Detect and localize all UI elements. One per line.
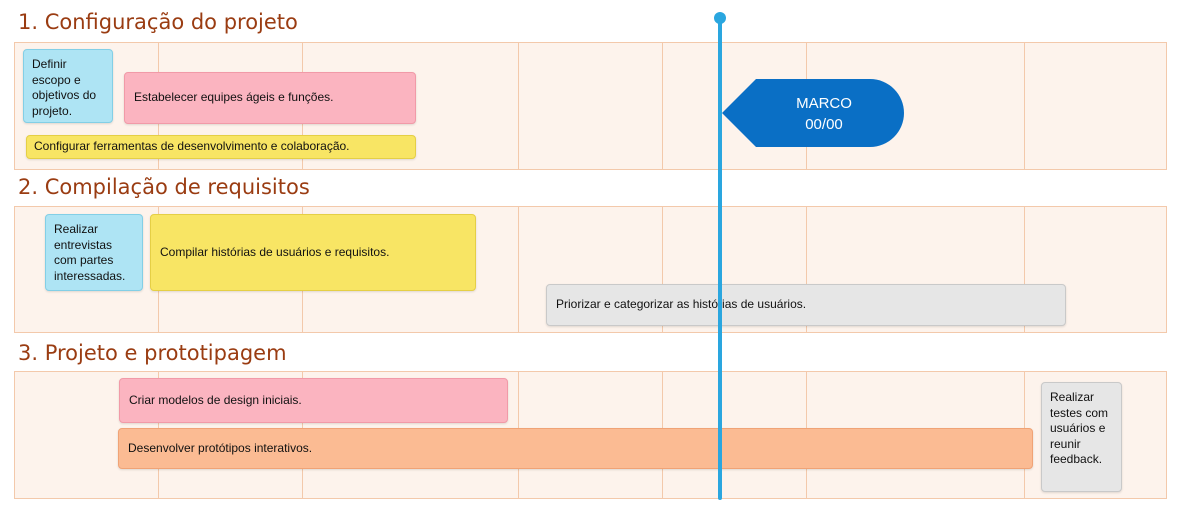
- task-compile-user-stories[interactable]: Compilar histórias de usuários e requisi…: [150, 214, 476, 291]
- task-configure-tools[interactable]: Configurar ferramentas de desenvolviment…: [26, 135, 416, 159]
- milestone-marker[interactable]: MARCO 00/00: [722, 79, 904, 147]
- task-stakeholder-interviews[interactable]: Realizar entrevistas com partes interess…: [45, 214, 143, 291]
- timeline-marker-line: [718, 19, 722, 500]
- task-user-testing[interactable]: Realizar testes com usuários e reunir fe…: [1041, 382, 1122, 492]
- section-title-requirements: 2. Compilação de requisitos: [18, 175, 310, 199]
- section-title-project-setup: 1. Configuração do projeto: [18, 10, 298, 34]
- milestone-flag-shape: [722, 79, 904, 147]
- task-initial-design-models[interactable]: Criar modelos de design iniciais.: [119, 378, 508, 423]
- milestone-label: MARCO: [796, 95, 852, 112]
- milestone-date: 00/00: [805, 116, 843, 133]
- milestone-shape: [722, 79, 904, 147]
- timeline-marker-dot: [714, 12, 726, 24]
- task-establish-teams[interactable]: Estabelecer equipes ágeis e funções.: [124, 72, 416, 124]
- task-interactive-prototypes[interactable]: Desenvolver protótipos interativos.: [118, 428, 1033, 469]
- task-prioritize-stories[interactable]: Priorizar e categorizar as histórias de …: [546, 284, 1066, 326]
- section-title-design-prototyping: 3. Projeto e prototipagem: [18, 341, 287, 365]
- task-define-scope[interactable]: Definir escopo e objetivos do projeto.: [23, 49, 113, 123]
